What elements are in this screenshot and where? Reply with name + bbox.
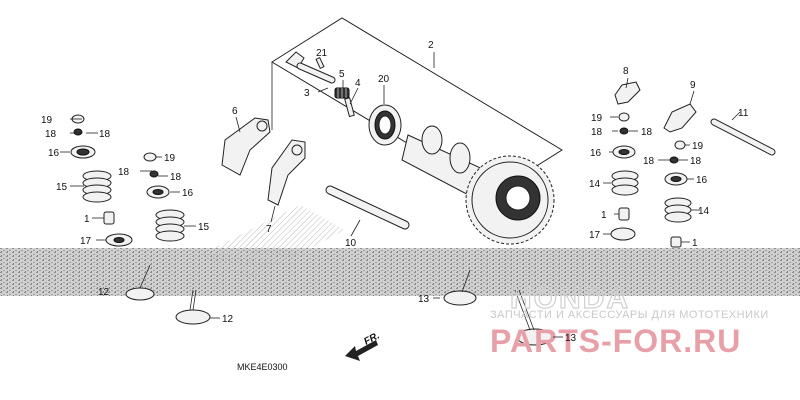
callout-18: 18	[641, 127, 653, 138]
shading	[200, 205, 345, 280]
bearing	[368, 104, 402, 146]
valve-spring	[611, 170, 639, 196]
callout-14: 14	[698, 206, 710, 217]
callout-14: 14	[589, 179, 601, 190]
callout-13: 13	[565, 333, 577, 344]
callout-18: 18	[643, 156, 655, 167]
watermark-brand: HONDA	[510, 282, 630, 315]
callout-18: 18	[690, 156, 702, 167]
callout-11: 11	[738, 108, 749, 119]
callout-17: 17	[80, 236, 92, 247]
callout-1: 1	[692, 238, 698, 249]
valve-spring	[155, 209, 185, 242]
callouts: 2 21 5 20 3 4 6 7 10 19 18 18 16 15 1 17…	[41, 40, 749, 344]
callout-17: 17	[589, 230, 601, 241]
decompressor-shaft	[285, 51, 336, 84]
noise-band	[0, 248, 800, 296]
cam-sprocket	[465, 155, 555, 245]
watermark-tagline: ЗАПЧАСТИ И АКСЕССУАРЫ ДЛЯ МОТОТЕХНИКИ	[490, 309, 769, 321]
callout-8: 8	[623, 66, 629, 77]
callout-2: 2	[428, 40, 434, 51]
right-valve-stack-1	[610, 112, 639, 241]
cotter	[149, 170, 159, 178]
spring	[334, 87, 350, 99]
retainer	[618, 149, 630, 155]
front-direction-label: FR.	[362, 330, 381, 347]
intake-valve	[175, 289, 211, 325]
valve-guide	[103, 211, 115, 225]
retainer	[152, 189, 164, 195]
rocker-arm	[221, 117, 271, 176]
rocker-arm	[614, 81, 641, 105]
callout-18: 18	[99, 129, 111, 140]
valve-spring	[664, 197, 692, 223]
watermark-site: PARTS-FOR.RU	[490, 323, 741, 359]
spring-seat	[610, 227, 636, 241]
valve-guide	[670, 236, 682, 248]
exhaust-valve	[514, 289, 554, 346]
callout-21: 21	[316, 48, 328, 59]
callout-20: 20	[378, 74, 390, 85]
left-valve-stack-2	[143, 152, 185, 242]
valve-spring	[82, 170, 112, 203]
right-valve-stack-2	[664, 140, 692, 248]
callout-19: 19	[692, 141, 704, 152]
callout-19: 19	[164, 153, 176, 164]
rocker-arm	[663, 103, 697, 133]
callout-5: 5	[339, 69, 345, 80]
cotter	[619, 127, 629, 135]
left-valve-stack-1	[70, 114, 133, 247]
rocker-pivot	[291, 144, 303, 156]
callout-4: 4	[355, 78, 361, 89]
rocker-arm	[267, 139, 306, 206]
front-direction-arrow-icon	[345, 340, 378, 361]
pin	[344, 97, 355, 118]
rocker-shaft	[710, 118, 776, 156]
intake-valve	[125, 264, 155, 301]
callout-16: 16	[48, 148, 60, 159]
callout-18: 18	[591, 127, 603, 138]
callout-18: 18	[45, 129, 57, 140]
callout-1: 1	[84, 214, 90, 225]
callout-3: 3	[304, 88, 310, 99]
cotter	[618, 112, 630, 122]
retainer	[670, 176, 682, 182]
callout-9: 9	[690, 80, 696, 91]
valve-guide	[618, 207, 630, 221]
callout-19: 19	[591, 113, 603, 124]
callout-12: 12	[98, 287, 110, 298]
callout-18: 18	[170, 172, 182, 183]
pin	[315, 56, 325, 70]
cotter	[73, 128, 83, 136]
callout-15: 15	[198, 222, 210, 233]
callout-16: 16	[590, 148, 602, 159]
leader-lines	[60, 52, 741, 338]
callout-6: 6	[232, 106, 238, 117]
camshaft	[401, 125, 486, 201]
exhaust-valve	[443, 269, 477, 306]
callout-12: 12	[222, 314, 234, 325]
callout-19: 19	[41, 115, 53, 126]
diagram-code: MKE4E0300	[237, 362, 288, 372]
callout-1: 1	[601, 210, 607, 221]
callout-7: 7	[266, 224, 272, 235]
cotter	[143, 152, 157, 162]
callout-10: 10	[345, 238, 357, 249]
rocker-shaft	[325, 185, 410, 230]
cotter	[674, 140, 686, 150]
cotter	[669, 156, 679, 164]
callout-16: 16	[696, 175, 708, 186]
callout-13: 13	[418, 294, 430, 305]
callout-18: 18	[118, 167, 130, 178]
callout-16: 16	[182, 188, 194, 199]
retainer	[76, 148, 90, 156]
callout-15: 15	[56, 182, 68, 193]
rocker-pivot	[256, 120, 268, 132]
spring-seat	[113, 237, 125, 243]
